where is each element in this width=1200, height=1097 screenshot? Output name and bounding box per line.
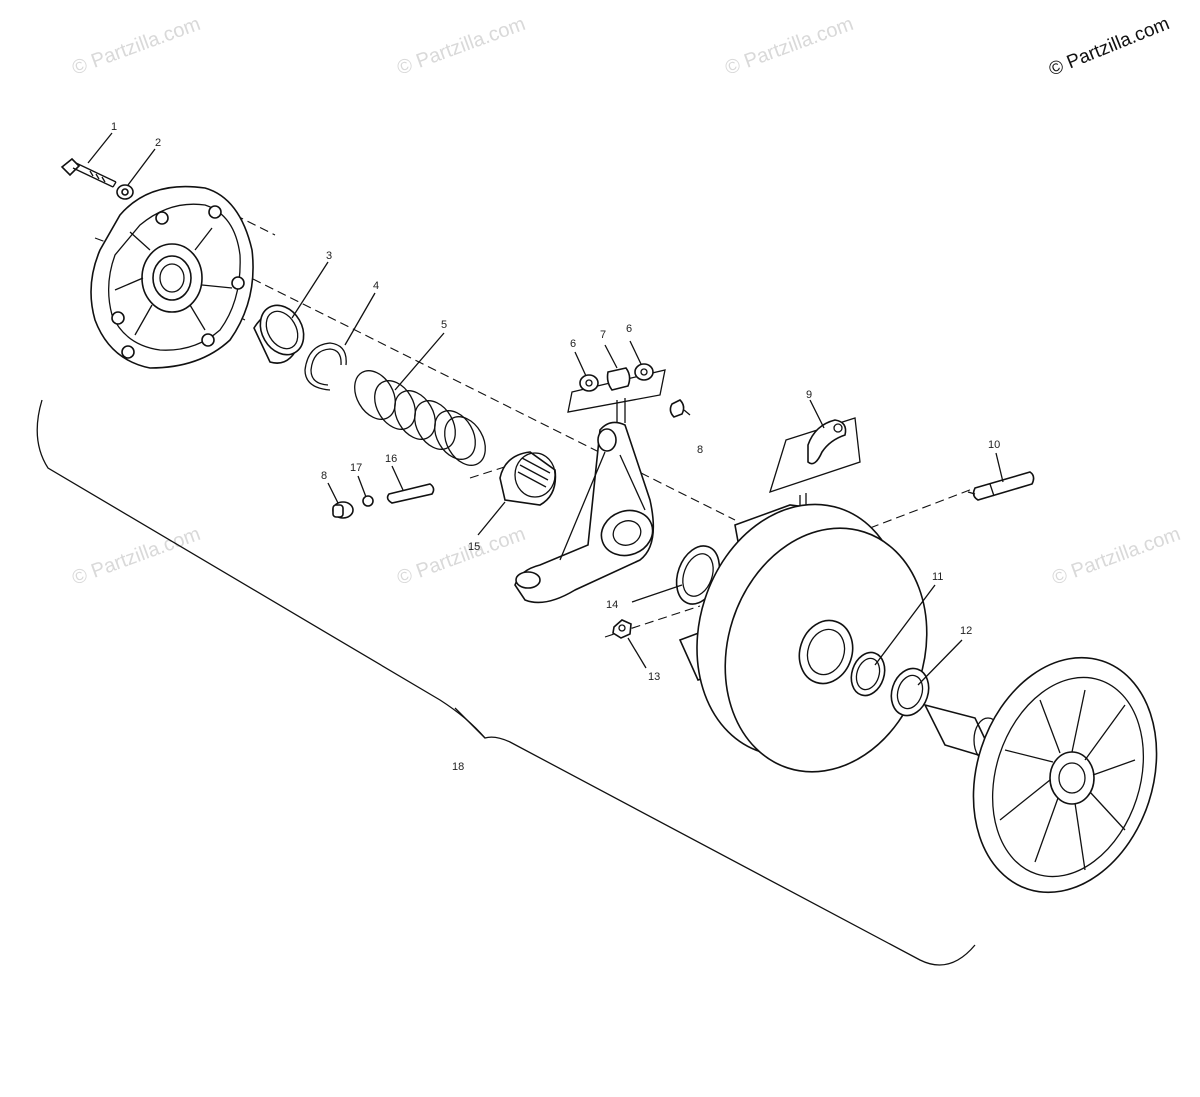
callout-14: 14	[606, 599, 618, 611]
snap-ring	[304, 342, 347, 391]
watermark-text: © Partzilla.com	[69, 13, 203, 80]
assembly-bracket	[36, 399, 976, 966]
bolt	[60, 157, 117, 188]
pivot-pin	[967, 471, 1035, 501]
callout-16: 16	[385, 453, 397, 465]
leader-lines	[87, 132, 1004, 686]
callout-17: 17	[350, 462, 362, 474]
spring	[354, 370, 486, 466]
bushing-small	[669, 399, 685, 418]
roller-arm	[514, 421, 655, 604]
fixed-sheave	[923, 656, 1158, 894]
roller-assembly	[567, 363, 666, 425]
callout-labels: 1 2 3 4 5 6 7 6 8 9 10 8 17 16 15 14 13 …	[111, 121, 1000, 773]
callout-18: 18	[452, 761, 464, 773]
cover-plate	[90, 185, 254, 369]
washer	[116, 184, 134, 200]
seal-ring	[890, 667, 930, 717]
callout-10: 10	[988, 439, 1000, 451]
watermark-text: © Partzilla.com	[394, 523, 528, 590]
callout-8a: 8	[321, 470, 327, 482]
callout-6b: 6	[626, 323, 632, 335]
copyright-notice: © Partzilla.com	[1046, 13, 1173, 80]
cam-bushing	[499, 451, 557, 506]
watermark-text: © Partzilla.com	[69, 523, 203, 590]
callout-8b: 8	[697, 444, 703, 456]
callout-13: 13	[648, 671, 660, 683]
callout-5: 5	[441, 319, 447, 331]
callout-12: 12	[960, 625, 972, 637]
callout-11: 11	[932, 571, 943, 583]
pin-assembly	[332, 483, 435, 519]
callout-9: 9	[806, 389, 812, 401]
nut	[612, 619, 632, 639]
retainer-clip	[769, 417, 861, 515]
callout-2: 2	[155, 137, 161, 149]
callout-1: 1	[111, 121, 117, 133]
callout-3: 3	[326, 250, 332, 262]
callout-7: 7	[600, 329, 606, 341]
watermark-text: © Partzilla.com	[722, 13, 856, 80]
movable-sheave	[678, 503, 928, 773]
bushing	[253, 304, 305, 364]
callout-15: 15	[468, 541, 480, 553]
callout-4: 4	[373, 280, 379, 292]
watermark-text: © Partzilla.com	[394, 13, 528, 80]
watermark-text: © Partzilla.com	[1049, 523, 1183, 590]
callout-6a: 6	[570, 338, 576, 350]
